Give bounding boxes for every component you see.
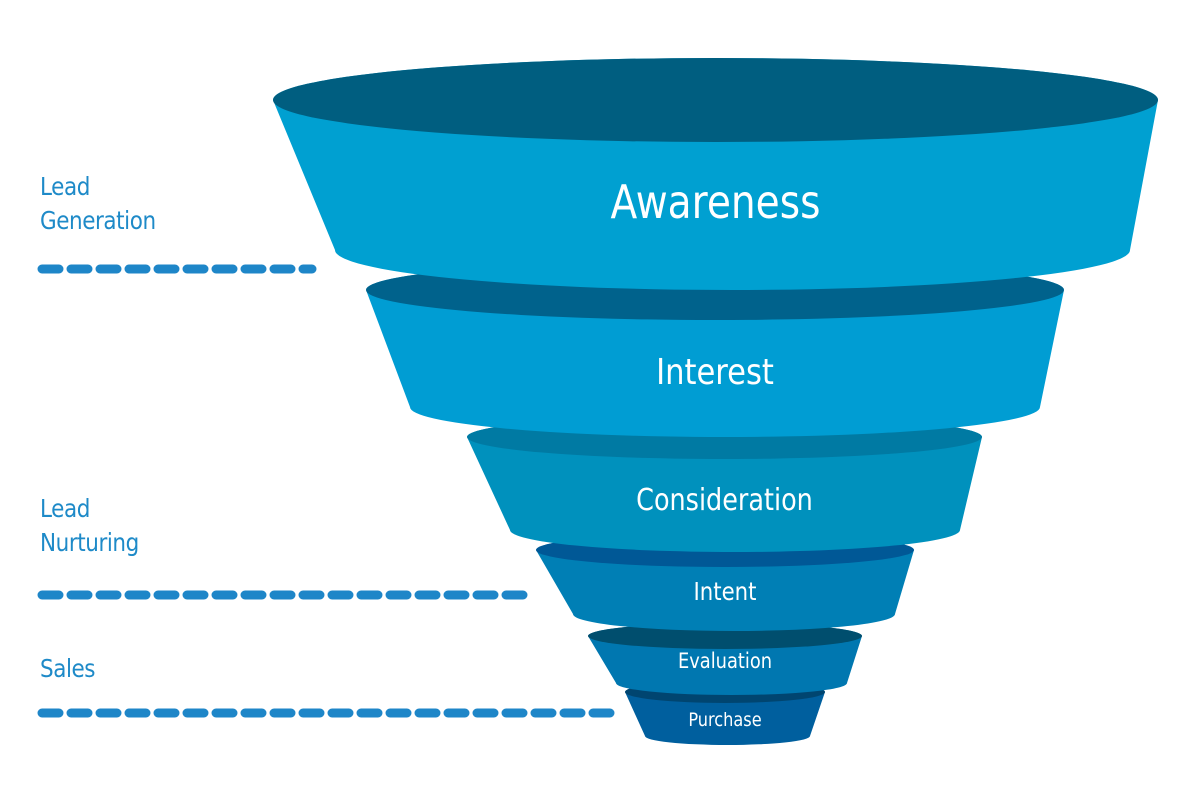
phase-label-line: Lead (40, 494, 90, 523)
funnel-stage-consideration: Consideration (467, 415, 982, 552)
funnel-stage-evaluation: Evaluation (588, 623, 862, 695)
funnel-stage-label: Awareness (611, 176, 821, 230)
phase-label-sales: Sales (40, 652, 96, 686)
funnel-stage-label: Intent (694, 577, 757, 606)
funnel-stage-label: Consideration (636, 482, 813, 518)
phase-label-line: Nurturing (40, 528, 139, 557)
funnel-stage-label: Interest (656, 351, 774, 393)
funnel-stage-label: Purchase (688, 710, 761, 732)
phase-label-line: Sales (40, 654, 96, 683)
phase-label-line: Generation (40, 206, 156, 235)
phase-label-line: Lead (40, 172, 90, 201)
funnel-stage-label: Evaluation (678, 649, 772, 674)
funnel-stage-awareness: Awareness (273, 58, 1158, 290)
phase-label-lead-nurturing: Lead Nurturing (40, 492, 139, 560)
funnel-stage-rim (273, 58, 1158, 142)
phase-label-lead-generation: Lead Generation (40, 170, 156, 238)
